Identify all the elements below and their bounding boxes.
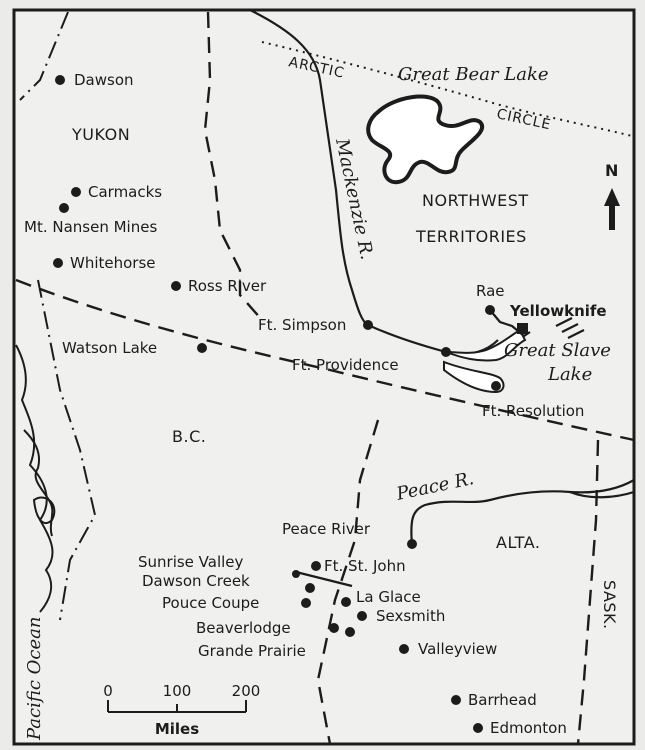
rae-marker [485, 305, 495, 315]
city-markers [53, 75, 528, 733]
sask-label: SASK. [600, 580, 619, 630]
scale-unit: Miles [155, 720, 199, 738]
ft-st-john-marker [311, 561, 321, 571]
pine-river [295, 570, 353, 588]
yukon-label: YUKON [71, 125, 130, 144]
great-slave-label-2: Lake [547, 364, 592, 385]
sexsmith-marker [357, 611, 367, 621]
mt-nansen-mines-marker [59, 203, 69, 213]
great-slave-label-1: Great Slave [504, 340, 611, 361]
city-label-grande-prairie: Grande Prairie [198, 642, 306, 660]
city-label-ft-st-john: Ft. St. John [324, 557, 406, 575]
nwt-label-2: TERRITORIES [415, 227, 527, 246]
city-label-carmacks: Carmacks [88, 183, 162, 201]
city-label-pouce-coupe: Pouce Coupe [162, 594, 259, 612]
great-slave-lake-shape-b [443, 360, 505, 394]
carmacks-marker [71, 187, 81, 197]
city-label-watson-lake: Watson Lake [62, 339, 157, 357]
ft-providence-marker [441, 347, 451, 357]
city-label-dawson: Dawson [74, 71, 134, 89]
city-label-ft-providence: Ft. Providence [292, 356, 399, 374]
city-label-sunrise-valley: Sunrise Valley [138, 553, 244, 571]
peace-river-branch [569, 490, 635, 499]
pacific-coastline [15, 344, 56, 613]
scale-bar: 0 100 200 Miles [103, 682, 260, 738]
ross-river-marker [171, 281, 181, 291]
pacific-ocean-label: Pacific Ocean [24, 617, 45, 742]
scale-tick-200: 200 [232, 682, 261, 700]
nwt-label-1: NORTHWEST [422, 191, 529, 210]
city-label-sexsmith: Sexsmith [376, 607, 445, 625]
city-label-rae: Rae [476, 282, 505, 300]
north-arrow: N [604, 161, 620, 230]
ft-resolution-marker [491, 381, 501, 391]
valleyview-marker [399, 644, 409, 654]
borders [15, 11, 635, 745]
city-label-ft-resolution: Ft. Resolution [482, 402, 584, 420]
city-label-barrhead: Barrhead [468, 691, 537, 709]
beaverlodge-marker [329, 623, 339, 633]
scale-tick-0: 0 [103, 682, 113, 700]
city-label-dawson-creek: Dawson Creek [142, 572, 250, 590]
ft-simpson-marker [363, 320, 373, 330]
city-label-beaverlodge: Beaverlodge [196, 619, 291, 637]
edmonton-marker [473, 723, 483, 733]
barrhead-marker [451, 695, 461, 705]
mackenzie-river [249, 9, 499, 356]
grande-prairie-marker [345, 627, 355, 637]
city-labels: Dawson Carmacks Mt. Nansen Mines Whiteho… [24, 71, 607, 737]
bc-label: B.C. [172, 427, 206, 446]
great-bear-lake-shape [366, 94, 484, 185]
pouce-coupe-marker [301, 598, 311, 608]
city-label-whitehorse: Whitehorse [70, 254, 156, 272]
city-label-la-glace: La Glace [356, 588, 421, 606]
city-label-edmonton: Edmonton [490, 719, 567, 737]
yellowknife-marker [517, 323, 528, 334]
alta-label: ALTA. [496, 533, 540, 552]
dawson-creek-marker [305, 583, 315, 593]
city-label-ft-simpson: Ft. Simpson [258, 316, 346, 334]
lake-hatching [555, 317, 585, 339]
city-label-mt-nansen: Mt. Nansen Mines [24, 218, 157, 236]
peace-river-marker [407, 539, 417, 549]
city-label-valleyview: Valleyview [418, 640, 497, 658]
yellowknife-river [489, 309, 531, 338]
watson-lake-marker [197, 343, 207, 353]
la-glace-marker [341, 597, 351, 607]
city-label-ross-river: Ross River [188, 277, 267, 295]
great-bear-lake-label: Great Bear Lake [398, 64, 549, 85]
peace-river [410, 479, 635, 546]
north-arrow-label: N [605, 161, 619, 180]
city-label-peace-river: Peace River [282, 520, 371, 538]
sunrise-valley-marker [292, 570, 300, 578]
dawson-marker [55, 75, 65, 85]
city-label-yellowknife: Yellowknife [509, 302, 607, 320]
whitehorse-marker [53, 258, 63, 268]
scale-tick-100: 100 [163, 682, 192, 700]
map-frame [12, 8, 636, 746]
